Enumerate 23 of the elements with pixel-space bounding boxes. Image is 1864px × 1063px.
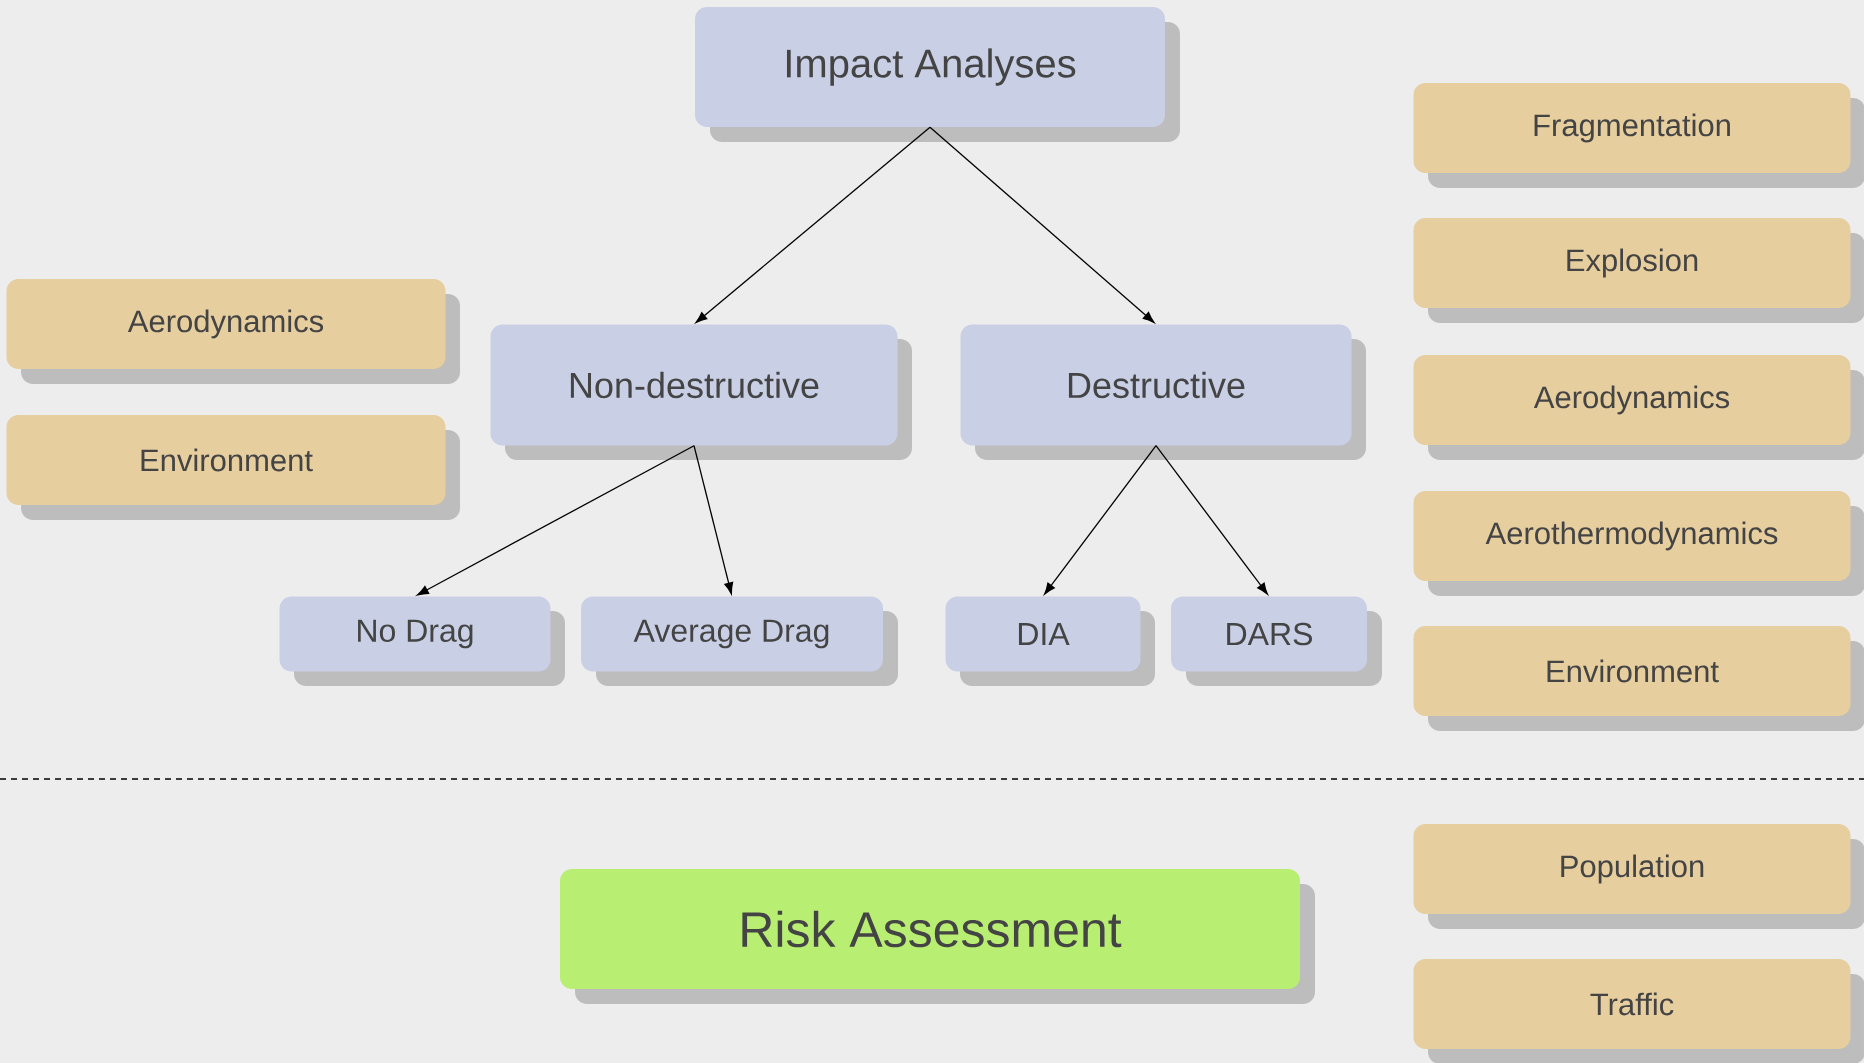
arrow — [1155, 445, 1268, 595]
process-box: DARS — [1171, 596, 1382, 686]
factor-box: Aerothermodynamics — [1413, 491, 1864, 596]
process-box: Average Drag — [581, 596, 898, 686]
arrow — [929, 126, 1155, 324]
factor-box: Environment — [6, 415, 460, 520]
factor-box: Population — [1413, 824, 1864, 929]
arrow — [695, 126, 931, 324]
result-box: Risk Assessment — [560, 869, 1315, 1004]
arrow — [416, 445, 695, 596]
process-box: DIA — [945, 596, 1155, 686]
arrow — [693, 445, 734, 595]
factor-box: Aerodynamics — [6, 279, 460, 384]
process-box: No Drag — [279, 596, 565, 686]
process-box: Impact Analyses — [695, 7, 1180, 142]
factor-box: Environment — [1413, 626, 1864, 731]
process-box: Non-destructive — [490, 324, 912, 460]
factor-box: Traffic — [1413, 959, 1864, 1063]
factor-box: Explosion — [1413, 218, 1864, 323]
factor-box: Aerodynamics — [1413, 355, 1864, 460]
factor-box: Fragmentation — [1413, 83, 1864, 188]
process-box: Destructive — [960, 324, 1366, 460]
arrow — [1044, 445, 1157, 595]
